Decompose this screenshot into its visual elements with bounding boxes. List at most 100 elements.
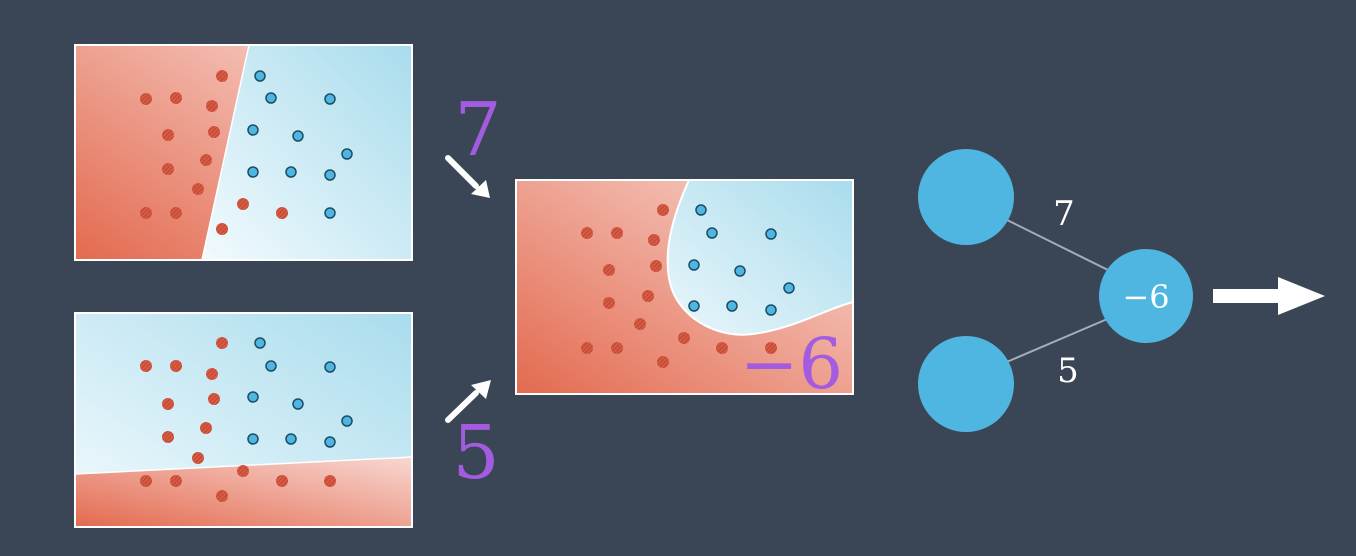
bottom-blue-point — [247, 433, 259, 445]
bottom-red-point — [140, 475, 152, 487]
bottom-red-point — [208, 393, 220, 405]
bottom-blue-point — [292, 398, 304, 410]
arrow-up-right-icon — [445, 380, 491, 423]
combined-red-point — [765, 342, 777, 354]
combined-red-point — [603, 264, 615, 276]
top-red-point — [276, 207, 288, 219]
combined-blue-point — [695, 204, 707, 216]
bottom-blue-point — [254, 337, 266, 349]
top-red-point — [140, 93, 152, 105]
bottom-red-point — [162, 431, 174, 443]
top-red-point — [162, 129, 174, 141]
combined-blue-point — [734, 265, 746, 277]
bottom-red-point — [216, 490, 228, 502]
combined-red-point — [657, 204, 669, 216]
bottom-red-point — [170, 475, 182, 487]
combined-red-point — [603, 297, 615, 309]
bottom-points — [140, 337, 353, 502]
bottom-red-point — [162, 398, 174, 410]
combined-blue-point — [688, 259, 700, 271]
bottom-red-point — [200, 422, 212, 434]
top-blue-point — [324, 93, 336, 105]
bottom-panel-border — [74, 312, 413, 528]
top-blue-point — [265, 92, 277, 104]
bottom-weight-label: 5 — [452, 410, 499, 496]
bias-weight-label: −6 — [740, 323, 843, 405]
combined-red-point — [657, 356, 669, 368]
bottom-red-point — [237, 465, 249, 477]
top-red-point — [162, 163, 174, 175]
combined-blue-point — [765, 304, 777, 316]
combined-blue-point — [688, 300, 700, 312]
bottom-red-point — [192, 452, 204, 464]
top-red-point — [192, 183, 204, 195]
top-blue-point — [324, 169, 336, 181]
output-node-label: −6 — [1122, 278, 1169, 316]
output-arrow-icon — [1213, 277, 1325, 315]
combined-red-point — [634, 318, 646, 330]
edge-top — [1002, 217, 1113, 273]
bottom-red-point — [216, 337, 228, 349]
top-blue-region — [202, 45, 412, 260]
input-node-top — [918, 149, 1014, 245]
combined-red-point — [648, 234, 660, 246]
combined-points — [581, 204, 795, 368]
top-blue-point — [285, 166, 297, 178]
combined-red-point — [642, 290, 654, 302]
combined-blue-region — [667, 180, 853, 335]
bottom-red-point — [140, 360, 152, 372]
combined-blue-point — [783, 282, 795, 294]
edge-bottom-label: 5 — [1057, 351, 1079, 391]
top-points — [140, 70, 353, 235]
arrow-down-right-icon — [445, 155, 490, 198]
combined-blue-point — [765, 228, 777, 240]
bottom-blue-point — [265, 360, 277, 372]
edge-top-label: 7 — [1053, 194, 1075, 234]
bottom-red-point — [276, 475, 288, 487]
combined-blue-point — [726, 300, 738, 312]
top-blue-point — [341, 148, 353, 160]
top-red-point — [237, 198, 249, 210]
top-red-point — [216, 70, 228, 82]
top-model-panel — [74, 44, 413, 261]
top-red-point — [216, 223, 228, 235]
top-boundary-line — [201, 44, 250, 261]
output-node — [1099, 249, 1193, 343]
top-red-point — [200, 154, 212, 166]
top-red-point — [206, 100, 218, 112]
top-blue-point — [292, 130, 304, 142]
combined-red-point — [581, 227, 593, 239]
combined-red-point — [611, 342, 623, 354]
bottom-blue-point — [324, 436, 336, 448]
bottom-red-region — [75, 457, 412, 527]
combined-red-point — [611, 227, 623, 239]
bottom-red-point — [170, 360, 182, 372]
combined-model-panel: −6 — [515, 179, 854, 405]
top-panel-border — [74, 44, 413, 261]
bottom-red-point — [324, 475, 336, 487]
input-node-bottom — [918, 336, 1014, 432]
top-red-point — [208, 126, 220, 138]
edge-bottom — [1001, 316, 1113, 365]
bottom-model-panel — [74, 312, 413, 528]
top-red-point — [140, 207, 152, 219]
top-red-point — [170, 207, 182, 219]
combined-red-point — [650, 260, 662, 272]
combined-red-point — [581, 342, 593, 354]
top-blue-point — [324, 207, 336, 219]
combined-red-point — [716, 342, 728, 354]
network-diagram: 7 5 −6 — [918, 149, 1193, 432]
combined-panel-border — [515, 179, 854, 395]
top-weight-label: 7 — [454, 87, 501, 173]
bottom-blue-point — [247, 391, 259, 403]
top-blue-point — [254, 70, 266, 82]
combined-red-point — [678, 332, 690, 344]
bottom-blue-point — [341, 415, 353, 427]
top-red-point — [170, 92, 182, 104]
bottom-blue-point — [324, 361, 336, 373]
top-blue-point — [247, 124, 259, 136]
bottom-blue-point — [285, 433, 297, 445]
top-blue-point — [247, 166, 259, 178]
combined-boundary-curve — [666, 179, 854, 336]
